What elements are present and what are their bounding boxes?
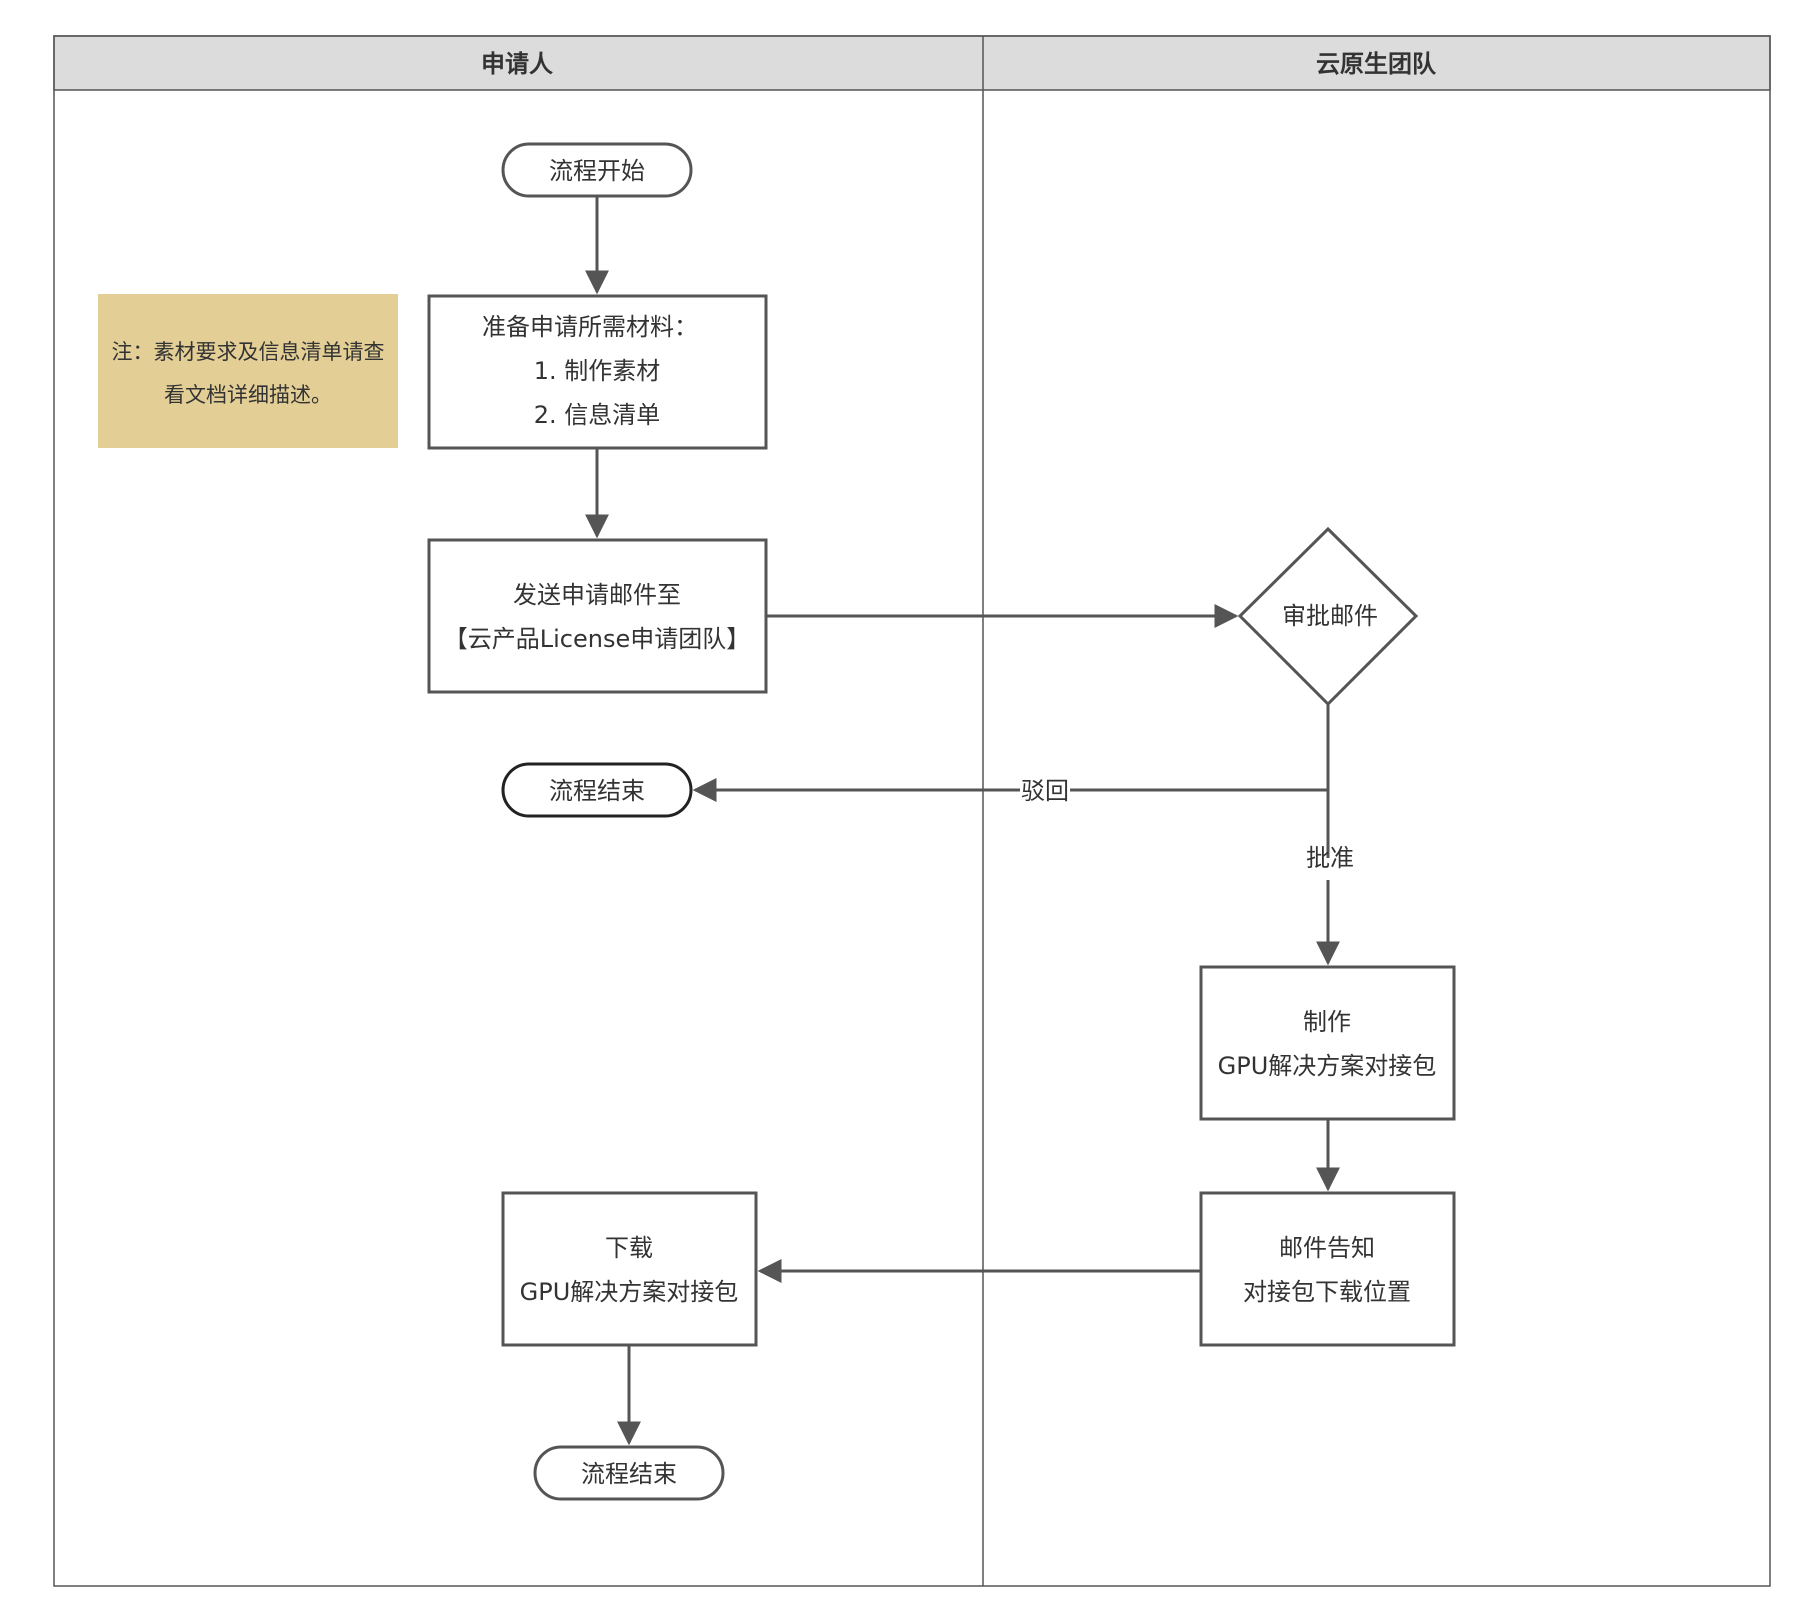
notify-line-1: 邮件告知	[1279, 1234, 1375, 1262]
prepare-line-3: 2. 信息清单	[534, 401, 661, 429]
note-box	[98, 294, 398, 448]
start-label: 流程开始	[549, 157, 645, 185]
reject-label: 驳回	[1021, 777, 1069, 805]
note-line-1: 注：素材要求及信息清单请查	[112, 340, 385, 364]
notify-box	[1199, 1191, 1456, 1347]
download-line-2: GPU解决方案对接包	[520, 1278, 739, 1306]
note-line-2: 看文档详细描述。	[164, 383, 332, 407]
prepare-line-2: 1. 制作素材	[534, 357, 661, 385]
end-rejected-label: 流程结束	[549, 777, 645, 805]
end-final-label: 流程结束	[581, 1460, 677, 1488]
lane-header-bar	[53, 35, 1771, 91]
download-line-1: 下载	[605, 1234, 653, 1262]
send-line-1: 发送申请邮件至	[513, 581, 681, 609]
prepare-materials-box	[427, 294, 768, 450]
swimlane-frame	[53, 35, 1771, 1587]
approve-label: 批准	[1306, 844, 1354, 872]
send-email-box	[427, 538, 768, 694]
make-line-2: GPU解决方案对接包	[1218, 1052, 1437, 1080]
prepare-line-1: 准备申请所需材料：	[482, 313, 698, 341]
make-line-1: 制作	[1303, 1008, 1351, 1036]
lane-cloudnative-title: 云原生团队	[1316, 50, 1437, 78]
make-package-box	[1199, 965, 1456, 1121]
end-rejected-terminal	[501, 762, 693, 818]
download-box	[501, 1191, 758, 1347]
send-line-2: 【云产品License申请团队】	[444, 625, 750, 653]
notify-line-2: 对接包下载位置	[1243, 1278, 1411, 1306]
review-label: 审批邮件	[1282, 602, 1378, 630]
lane-applicant-title: 申请人	[481, 50, 553, 78]
end-final-terminal	[533, 1445, 725, 1501]
